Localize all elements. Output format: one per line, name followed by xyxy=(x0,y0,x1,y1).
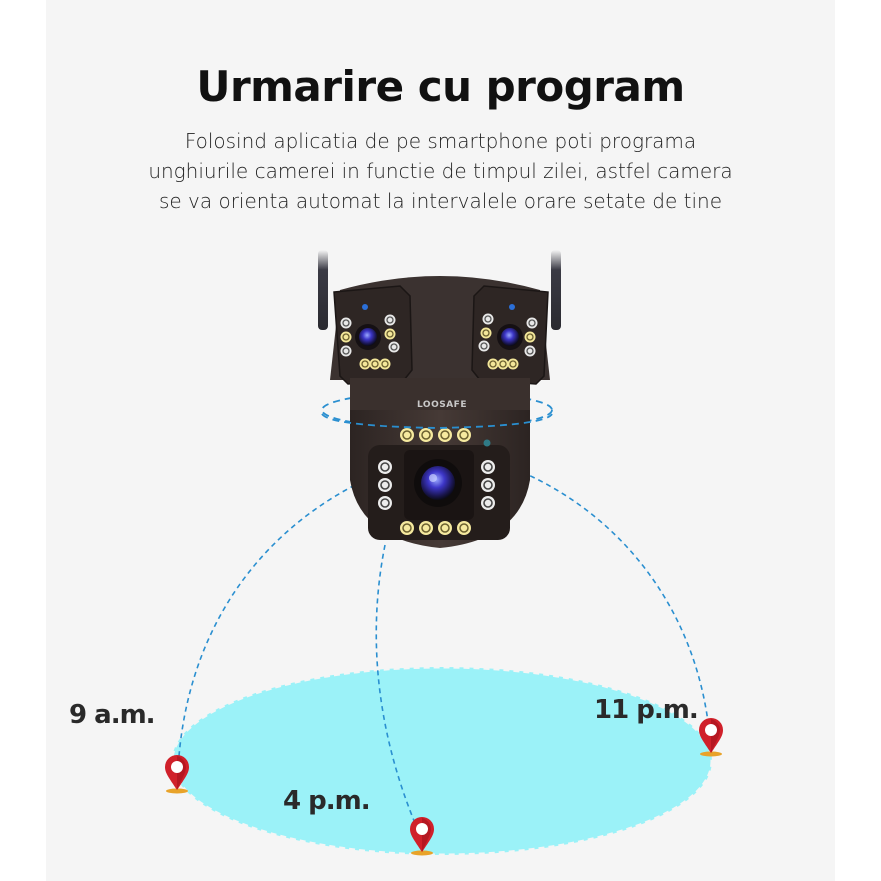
subtitle-line-3: se va orienta automat la intervalele ora… xyxy=(158,189,723,213)
pin-4pm xyxy=(410,817,434,856)
time-label-4pm: 4 p.m. xyxy=(283,786,371,816)
subtitle-line-1: Folosind aplicatia de pe smartphone poti… xyxy=(184,129,697,153)
page-subtitle: Folosind aplicatia de pe smartphone poti… xyxy=(0,126,881,216)
arc-9am xyxy=(177,484,356,771)
subtitle-line-2: unghiurile camerei in functie de timpul … xyxy=(148,159,733,183)
time-label-11pm: 11 p.m. xyxy=(594,695,699,725)
pin-9am xyxy=(165,755,189,794)
brand-logo: LOOSAFE xyxy=(417,400,467,410)
time-label-9am: 9 a.m. xyxy=(69,700,156,730)
arc-11pm xyxy=(521,471,711,741)
camera-image xyxy=(318,250,561,548)
arc-4pm xyxy=(375,544,421,836)
page-title: Urmarire cu program xyxy=(196,62,685,111)
pin-11pm xyxy=(699,718,723,757)
